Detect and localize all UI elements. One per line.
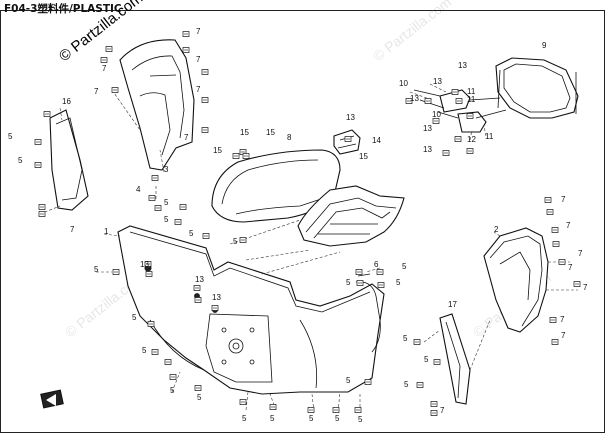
part-storage-tray bbox=[297, 185, 405, 247]
part-callout-number: 8 bbox=[287, 133, 292, 142]
part-callout-number: 5 bbox=[94, 265, 99, 274]
part-callout-number: 7 bbox=[196, 27, 201, 36]
part-callout-number: 5 bbox=[233, 237, 238, 246]
part-callout-number: 5 bbox=[8, 132, 13, 141]
part-callout-number: 4 bbox=[136, 185, 141, 194]
part-callout-number: 15 bbox=[213, 146, 222, 155]
part-callout-number: 5 bbox=[142, 346, 147, 355]
part-front-fender bbox=[119, 39, 195, 171]
part-callout-number: 6 bbox=[374, 260, 379, 269]
part-callout-number: 15 bbox=[240, 128, 249, 137]
part-callout-number: 5 bbox=[396, 278, 401, 287]
part-callout-number: 5 bbox=[242, 414, 247, 423]
part-callout-number: 7 bbox=[583, 283, 588, 292]
leader-lines bbox=[39, 83, 578, 413]
part-side-strip bbox=[439, 313, 471, 405]
part-callout-number: 5 bbox=[170, 386, 175, 395]
part-bracket bbox=[333, 129, 361, 155]
part-callout-number: 10 bbox=[432, 110, 441, 119]
part-callout-number: 13 bbox=[195, 275, 204, 284]
part-callout-number: 13 bbox=[458, 61, 467, 70]
part-callout-number: 7 bbox=[196, 85, 201, 94]
part-hinge-latch-group bbox=[413, 89, 507, 133]
part-callout-number: 5 bbox=[164, 215, 169, 224]
part-callout-number: 7 bbox=[578, 249, 583, 258]
part-callout-number: 5 bbox=[358, 415, 363, 424]
part-callout-number: 5 bbox=[335, 414, 340, 423]
part-callout-number: 7 bbox=[440, 406, 445, 415]
part-left-side-panel bbox=[49, 109, 89, 211]
part-callout-number: 5 bbox=[132, 313, 137, 322]
part-callout-number: 5 bbox=[270, 414, 275, 423]
part-callout-number: 7 bbox=[561, 331, 566, 340]
part-callout-number: 5 bbox=[346, 376, 351, 385]
part-callout-number: 13 bbox=[433, 77, 442, 86]
part-callout-number: 3 bbox=[164, 165, 169, 174]
part-callout-number: 13 bbox=[346, 113, 355, 122]
part-callout-number: 9 bbox=[542, 41, 547, 50]
part-callout-number: 12 bbox=[467, 135, 476, 144]
part-callout-number: 2 bbox=[494, 225, 499, 234]
part-seat bbox=[211, 149, 341, 223]
part-callout-number: 5 bbox=[18, 156, 23, 165]
fastener-marks bbox=[34, 31, 581, 416]
part-main-floor-panel bbox=[117, 225, 385, 395]
part-callout-number: 5 bbox=[424, 355, 429, 364]
part-callout-number: 10 bbox=[399, 79, 408, 88]
watermark-text: © Partzilla.com bbox=[370, 0, 454, 64]
part-callout-number: 16 bbox=[62, 97, 71, 106]
part-callout-number: 7 bbox=[184, 133, 189, 142]
part-callout-number: 15 bbox=[359, 152, 368, 161]
part-callout-number: 7 bbox=[196, 55, 201, 64]
part-callout-number: 11 bbox=[485, 132, 494, 141]
part-callout-number: 5 bbox=[164, 198, 169, 207]
part-callout-number: 15 bbox=[266, 128, 275, 137]
part-callout-number: 1 bbox=[104, 227, 109, 236]
part-callout-number: 7 bbox=[568, 263, 573, 272]
part-callout-number: 5 bbox=[309, 414, 314, 423]
part-callout-number: 5 bbox=[346, 278, 351, 287]
part-callout-number: 14 bbox=[372, 136, 381, 145]
part-callout-number: 5 bbox=[404, 380, 409, 389]
part-callout-number: 13 bbox=[423, 124, 432, 133]
part-callout-number: 7 bbox=[566, 221, 571, 230]
part-callout-number: 7 bbox=[70, 225, 75, 234]
part-callout-number: 7 bbox=[102, 64, 107, 73]
part-callout-number: 11 bbox=[467, 87, 476, 96]
part-callout-number: 5 bbox=[189, 229, 194, 238]
part-cable bbox=[355, 273, 381, 353]
part-callout-number: 13 bbox=[410, 94, 419, 103]
part-callout-number: 13 bbox=[212, 293, 221, 302]
part-callout-number: 11 bbox=[467, 95, 476, 104]
part-callout-number: 7 bbox=[560, 315, 565, 324]
page-title: F04-3塑料件/PLASTIC bbox=[4, 2, 122, 15]
part-rear-frame bbox=[495, 57, 579, 119]
front-direction-arrow-icon bbox=[40, 389, 64, 409]
part-callout-number: 13 bbox=[423, 145, 432, 154]
part-callout-number: 5 bbox=[403, 334, 408, 343]
part-callout-number: 5 bbox=[402, 262, 407, 271]
part-callout-number: 5 bbox=[197, 393, 202, 402]
part-callout-number: 7 bbox=[561, 195, 566, 204]
part-callout-number: 17 bbox=[448, 300, 457, 309]
part-callout-number: 13 bbox=[140, 260, 149, 269]
part-callout-number: 7 bbox=[94, 87, 99, 96]
